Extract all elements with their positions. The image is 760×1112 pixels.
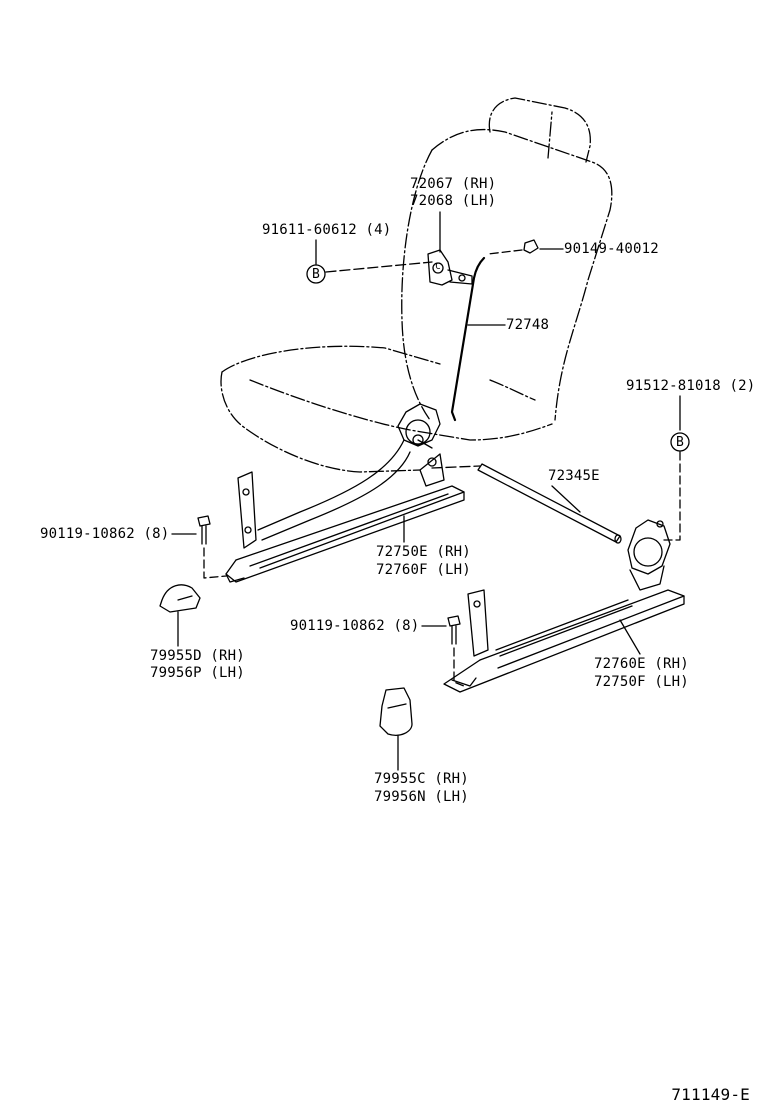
cover-right-body (379, 687, 413, 736)
rail-left-post (237, 471, 257, 549)
recliner-plate-right (627, 519, 671, 575)
label-bracket-lh: 72068 (LH) (410, 193, 497, 209)
cushion-side (249, 379, 553, 441)
bolt-c-left-head (197, 515, 211, 527)
cover-left-inner (177, 595, 193, 601)
label-bolt-c-right: 90119-10862 (8) (290, 618, 420, 634)
label-rod: 72748 (506, 317, 550, 333)
rail-right-inner (495, 599, 629, 651)
bolt-c-left-shank (201, 525, 207, 545)
rail-left-lower (225, 491, 465, 583)
label-bolt-c-left: 90119-10862 (8) (40, 526, 170, 542)
cushion-outline (221, 345, 441, 373)
bar-leader (551, 485, 581, 513)
headrest-stem (547, 111, 553, 159)
label-cover-right-lh: 79956N (LH) (374, 789, 469, 805)
rod-72748 (450, 256, 486, 422)
rail-left-assembly (225, 403, 465, 583)
rail-right-foot (451, 677, 477, 687)
label-bracket-rh: 72067 (RH) (410, 176, 497, 192)
rail-left-link-pin (427, 457, 437, 467)
bolt-c-right-part (447, 615, 461, 645)
b-marker-right-ring (670, 432, 690, 452)
label-rail-left-rh: 72750E (RH) (376, 544, 471, 560)
bracket-pivot (458, 274, 466, 282)
rail-left-upper (235, 485, 465, 569)
rail-right-lower (443, 595, 685, 693)
cushion-front (220, 371, 421, 473)
bolt-a-phantom (325, 261, 433, 273)
rail-right-post (467, 589, 489, 657)
rail-right-inner-2 (499, 605, 633, 657)
cover-left-body (159, 584, 201, 613)
bar-phantom (431, 465, 481, 469)
bar-end (614, 534, 622, 544)
nut-part (523, 239, 539, 254)
bolt-c-right-phantom (453, 647, 465, 687)
diagram-id: 711149-E (671, 1085, 750, 1104)
recliner-shaft (417, 439, 433, 449)
lever-arm-left-2 (261, 451, 411, 541)
rail-left-foot (225, 573, 245, 583)
recliner-hole-right (656, 520, 664, 528)
bolt-c-right-head (447, 615, 461, 627)
seatback-outline (431, 128, 613, 421)
bracket-arm (447, 269, 473, 285)
rail-left-post-hole (242, 488, 250, 496)
rail-right-riser (629, 565, 665, 591)
bolt-c-left-phantom (203, 547, 227, 579)
nut-phantom (487, 249, 523, 255)
bolt-c-left-part (197, 515, 211, 545)
cover-left-part (159, 584, 201, 613)
label-rail-right-rh: 72760E (RH) (594, 656, 689, 672)
bolt-c-right-shank (451, 625, 457, 645)
label-rail-left-lh: 72760F (LH) (376, 562, 471, 578)
label-nut: 90149-40012 (564, 241, 659, 257)
label-cover-left-rh: 79955D (RH) (150, 648, 245, 664)
rail-left-link (419, 453, 445, 487)
lever-arm-left (257, 439, 405, 531)
recliner-plate-left (397, 403, 441, 447)
seatback-edge (489, 379, 536, 401)
rail-right-leader (619, 619, 641, 655)
rail-left-inner (249, 493, 449, 567)
rail-right-post-hole (473, 600, 481, 608)
label-cover-right-rh: 79955C (RH) (374, 771, 469, 787)
rail-right-upper (479, 589, 685, 669)
b-marker-right: B (675, 435, 685, 450)
rail-left-post-hole-2 (244, 526, 252, 534)
label-bar: 72345E (548, 468, 600, 484)
label-bolt-b: 91512-81018 (2) (626, 378, 756, 394)
c-marker-ring (432, 262, 444, 274)
cover-right-part (379, 687, 413, 736)
label-rail-right-lh: 72750F (LH) (594, 674, 689, 690)
seat-outline (220, 97, 613, 473)
recliner-disk-left (405, 419, 431, 445)
b-marker-left: B (311, 267, 321, 282)
bolt-b-phantom (663, 451, 681, 541)
cover-right-inner (387, 703, 407, 709)
headrest-outline (488, 97, 591, 163)
recliner-disk-right (633, 537, 663, 567)
label-bolt-a: 91611-60612 (4) (262, 222, 392, 238)
c-marker: C (435, 262, 441, 272)
rail-right-assembly (443, 519, 685, 693)
seatback-inner (401, 149, 433, 421)
label-cover-left-lh: 79956P (LH) (150, 665, 245, 681)
b-marker-left-ring (306, 264, 326, 284)
recliner-hub-left (412, 434, 424, 446)
